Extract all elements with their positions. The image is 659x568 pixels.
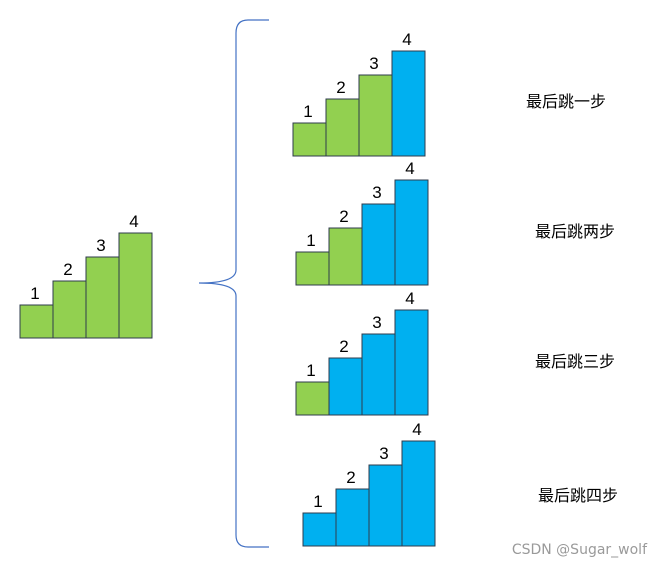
scenario-4-step-label-2: 2: [346, 468, 355, 487]
scenario-1-step-label-4: 4: [402, 30, 411, 49]
scenario-2-step-label-3: 3: [372, 183, 381, 202]
scenario-4-step-1: [302, 512, 337, 547]
original-step-3: [85, 256, 120, 339]
scenario-2-step-label-1: 1: [306, 231, 315, 250]
scenario-2-step-3: [361, 203, 396, 286]
scenario-3-step-label-4: 4: [405, 289, 414, 308]
scenario-4-step-label-1: 1: [313, 492, 322, 511]
scenario-2: 1 2 3 4 最后跳两步: [295, 159, 615, 286]
scenario-4-step-4: [401, 440, 436, 547]
scenario-4: 1 2 3 4 最后跳四步: [302, 420, 618, 547]
scenarios: 1 2 3 4 最后跳一步 1 2 3 4 最后跳两步 1 2 3 4 最后跳三步 1 2 3 4 最后跳四步: [292, 30, 618, 547]
scenario-1-step-1: [292, 122, 327, 157]
scenario-3-step-3: [361, 333, 396, 416]
original-step-label-1: 1: [30, 284, 39, 303]
scenario-1: 1 2 3 4 最后跳一步: [292, 30, 606, 157]
scenario-3: 1 2 3 4 最后跳三步: [295, 289, 615, 416]
scenario-3-step-label-1: 1: [306, 361, 315, 380]
scenario-3-step-1: [295, 381, 330, 416]
original-step-label-4: 4: [129, 212, 138, 231]
scenario-2-step-label-4: 4: [405, 159, 414, 178]
scenario-1-step-4: [391, 50, 426, 157]
scenario-2-caption: 最后跳两步: [535, 222, 615, 241]
scenario-4-step-label-3: 3: [379, 444, 388, 463]
scenario-3-step-label-3: 3: [372, 313, 381, 332]
scenario-1-caption: 最后跳一步: [526, 92, 606, 111]
scenario-4-step-2: [335, 488, 370, 547]
watermark: CSDN @Sugar_wolf: [511, 542, 647, 558]
scenario-4-caption: 最后跳四步: [538, 486, 618, 505]
original-step-label-2: 2: [63, 260, 72, 279]
original-step-2: [52, 280, 87, 339]
scenario-3-step-2: [328, 357, 363, 416]
scenario-1-step-label-2: 2: [336, 78, 345, 97]
scenario-2-step-2: [328, 227, 363, 286]
scenario-1-step-2: [325, 98, 360, 157]
original-staircase: 1 2 3 4: [19, 212, 153, 339]
original-step-1: [19, 304, 54, 339]
original-step-label-3: 3: [96, 236, 105, 255]
original-step-4: [118, 232, 153, 339]
scenario-4-step-label-4: 4: [412, 420, 421, 439]
scenario-1-step-label-1: 1: [303, 102, 312, 121]
scenario-3-caption: 最后跳三步: [535, 352, 615, 371]
scenario-4-step-3: [368, 464, 403, 547]
scenario-1-step-label-3: 3: [369, 54, 378, 73]
scenario-2-step-label-2: 2: [339, 207, 348, 226]
curly-brace: [198, 19, 269, 548]
scenario-1-step-3: [358, 74, 393, 157]
scenario-3-step-label-2: 2: [339, 337, 348, 356]
scenario-3-step-4: [394, 309, 429, 416]
scenario-2-step-4: [394, 179, 429, 286]
scenario-2-step-1: [295, 251, 330, 286]
